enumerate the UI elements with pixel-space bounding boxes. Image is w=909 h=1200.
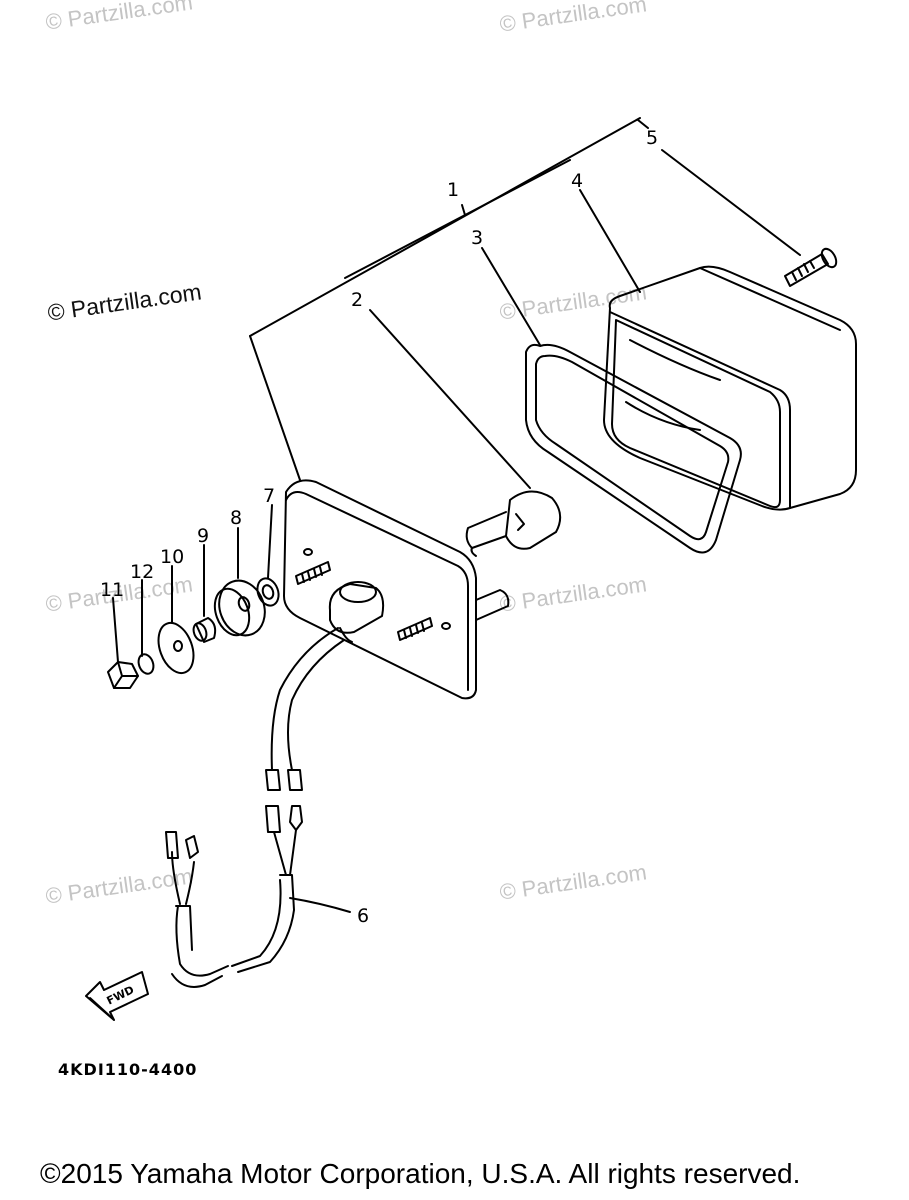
diagram-code: 4KDI110-4400 xyxy=(58,1060,198,1079)
washer-part-12 xyxy=(137,653,155,675)
leader-6 xyxy=(289,897,351,913)
bulb-part-2 xyxy=(465,490,562,557)
leader-5-tick xyxy=(637,119,649,129)
callout-8: 8 xyxy=(230,507,242,529)
callout-5: 5 xyxy=(646,127,658,149)
gasket-part-3 xyxy=(525,343,742,554)
callout-12: 12 xyxy=(130,561,154,583)
leader-3 xyxy=(481,247,541,346)
callout-11: 11 xyxy=(100,579,124,601)
callout-2: 2 xyxy=(351,289,363,311)
nut-part-11 xyxy=(107,661,139,689)
housing-part-1 xyxy=(283,479,510,700)
screw-part-5 xyxy=(784,247,838,287)
callout-10: 10 xyxy=(160,546,184,568)
copyright-notice: ©2015 Yamaha Motor Corporation, U.S.A. A… xyxy=(40,1158,801,1189)
callout-1: 1 xyxy=(447,179,459,201)
callout-labels: 1 2 3 4 5 6 7 8 9 10 11 12 FWD xyxy=(100,127,658,1008)
callout-7: 7 xyxy=(263,485,275,507)
leader-bracket-1b xyxy=(344,159,571,279)
wire-harness-part-6 xyxy=(165,627,345,988)
callout-3: 3 xyxy=(471,227,483,249)
leader-7 xyxy=(267,504,273,579)
callout-9: 9 xyxy=(197,525,209,547)
collar-part-9 xyxy=(192,617,217,643)
lens-part-4 xyxy=(603,265,857,511)
fwd-arrow-icon xyxy=(85,971,149,1021)
callout-4: 4 xyxy=(571,170,583,192)
plate-part-10 xyxy=(157,621,195,675)
leader-2 xyxy=(369,309,531,489)
callout-6: 6 xyxy=(357,905,369,927)
leader-5 xyxy=(661,149,801,256)
leader-bracket-5 xyxy=(249,117,641,337)
leader-1 xyxy=(461,204,466,216)
leader-bracket-1 xyxy=(249,335,301,481)
leader-4 xyxy=(579,189,641,293)
washer-part-7 xyxy=(256,577,280,607)
grommet-part-8 xyxy=(213,579,266,637)
leader-11 xyxy=(112,597,119,663)
